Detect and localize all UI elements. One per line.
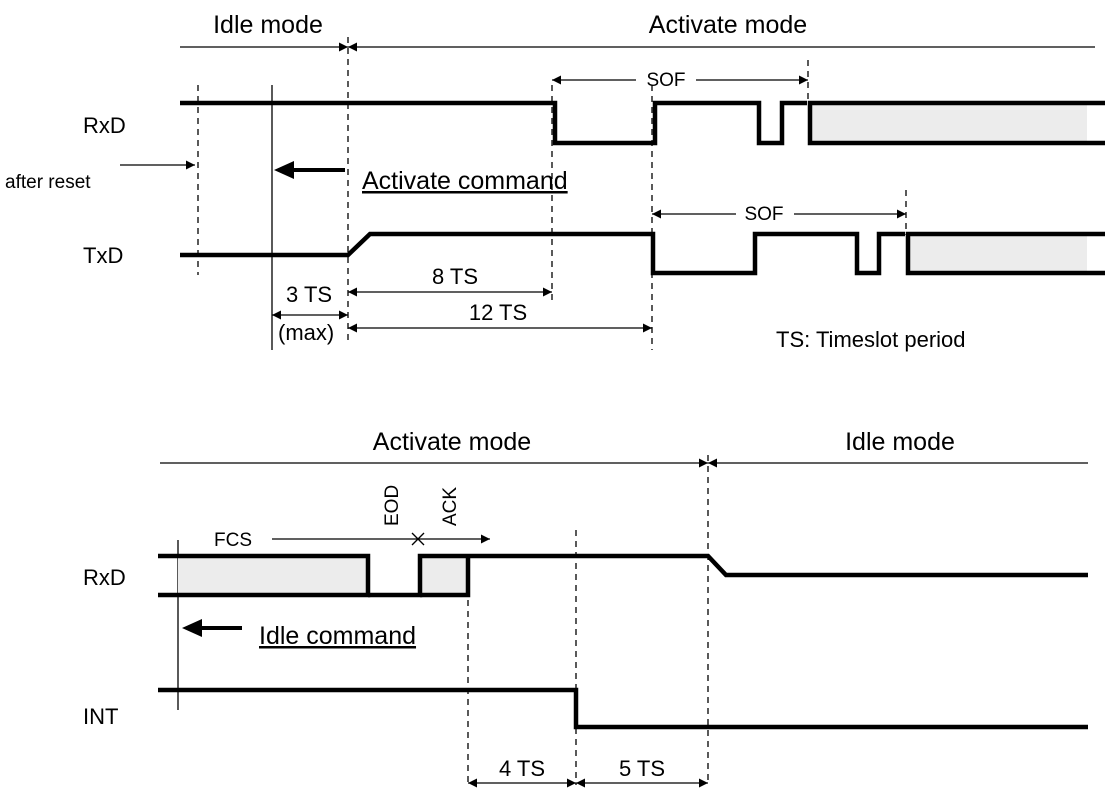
top-activate-mode-label: Activate mode [649,11,807,39]
bottom-rxd-label: RxD [83,565,126,590]
eod-label: EOD [382,485,403,526]
top-idle-mode-label: Idle mode [213,11,323,39]
top-rxd-data-waveform [807,100,1105,146]
top-txd-waveform [180,231,905,276]
activate-command-arrow-head [274,161,294,179]
ack-label: ACK [440,487,461,526]
idle-command-label: Idle command [259,622,416,650]
top-txd-sof-label: SOF [744,204,783,225]
fcs-label: FCS [214,530,252,551]
bottom-idle-mode-label: Idle mode [845,428,955,456]
top-txd-label: TxD [83,243,123,268]
t12-label: 12 TS [469,300,527,325]
t3-max-label: (max) [278,320,334,345]
top-txd-data-waveform [905,231,1105,276]
bottom-fcs-area [178,556,368,595]
idle-command-arrow-head [182,619,202,637]
t8-label: 8 TS [432,264,478,289]
bottom-rxd-fcs-waveform [158,553,371,598]
top-rxd-sof-label: SOF [646,70,685,91]
top-txd-data-area [908,233,1087,273]
top-rxd-waveform [180,100,807,146]
int-waveform [158,687,1088,730]
bottom-rxd-waveform [368,553,1088,598]
top-timing-diagram: Idle mode Activate mode RxD SOF after re… [5,11,1105,352]
t4-label: 4 TS [499,756,545,781]
after-reset-label: after reset [5,172,91,193]
bottom-activate-mode-label: Activate mode [373,428,531,456]
activate-command-label: Activate command [362,167,568,195]
bottom-ack-area [420,556,468,595]
bottom-timing-diagram: Activate mode Idle mode RxD FCS EOD ACK … [83,428,1088,788]
t5-label: 5 TS [619,756,665,781]
bottom-rxd-ack-waveform [420,556,471,598]
timeslot-note: TS: Timeslot period [776,327,966,352]
top-rxd-label: RxD [83,113,126,138]
t3-label: 3 TS [286,282,332,307]
int-label: INT [83,704,118,729]
eod-ack-separator-b [411,532,425,546]
top-rxd-data-area [810,103,1087,143]
